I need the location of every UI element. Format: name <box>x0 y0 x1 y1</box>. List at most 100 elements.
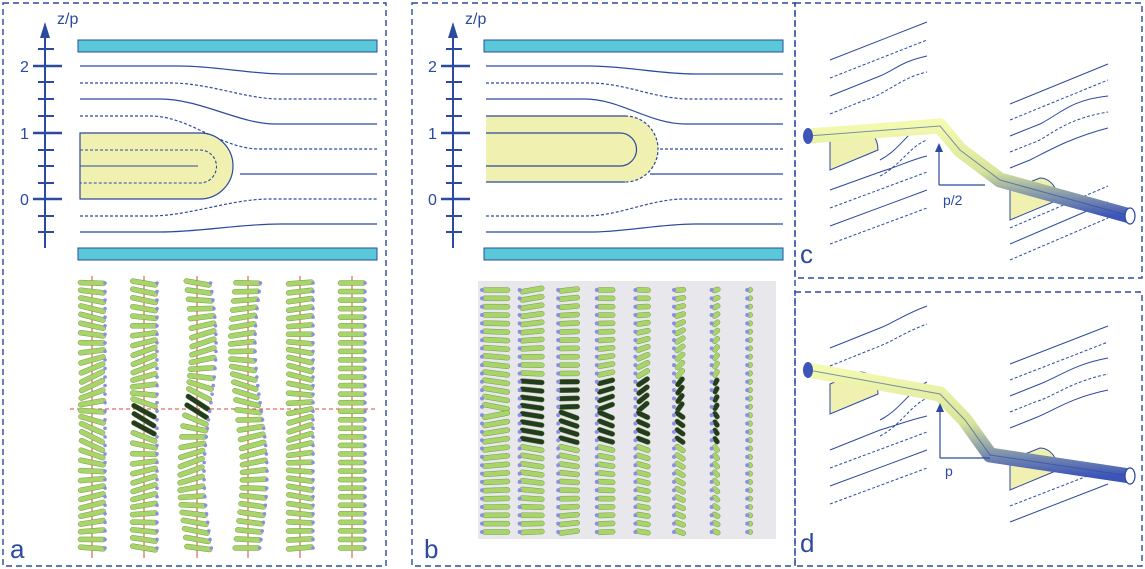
molecule-end-dot <box>363 350 367 354</box>
molecule-end-dot <box>672 305 676 309</box>
molecule-end-dot <box>556 530 560 534</box>
molecule-rod <box>338 443 366 448</box>
panel-label-d: d <box>800 528 814 558</box>
molecule-end-dot <box>595 355 599 359</box>
molecule-end-dot <box>311 332 315 336</box>
molecule-rod <box>78 537 106 542</box>
molecule-end-dot <box>556 455 560 459</box>
molecule-end-dot <box>103 324 107 328</box>
molecule-end-dot <box>155 521 159 525</box>
molecule-end-dot <box>518 455 522 459</box>
molecule-end-dot <box>311 512 315 516</box>
molecule-end-dot <box>363 358 367 362</box>
molecule-end-dot <box>710 313 714 317</box>
molecule-end-dot <box>556 438 560 442</box>
molecule-end-dot <box>672 463 676 467</box>
molecule-rod <box>338 434 366 439</box>
molecule-rod <box>558 488 580 494</box>
molecule-end-dot <box>672 497 676 501</box>
molecule-rod <box>238 501 266 510</box>
molecule-end-dot <box>672 405 676 409</box>
molecule-rod <box>597 329 616 335</box>
molecule-end-dot <box>363 418 367 422</box>
molecule-end-dot <box>311 324 315 328</box>
molecule-rod <box>482 513 510 518</box>
molecule-rod <box>286 528 314 533</box>
molecule-end-dot <box>710 405 714 409</box>
molecule-end-dot <box>710 522 714 526</box>
molecule-end-dot <box>311 281 315 285</box>
axis-label-b: z/p <box>465 11 486 28</box>
molecule-end-dot <box>311 350 315 354</box>
molecule-end-dot <box>633 288 637 292</box>
molecule-end-dot <box>363 367 367 371</box>
molecule-end-dot <box>155 307 159 311</box>
molecule-end-dot <box>556 405 560 409</box>
molecule-end-dot <box>745 513 749 517</box>
molecule-end-dot <box>103 503 107 507</box>
top-plate-b <box>484 40 783 52</box>
molecule-rod <box>520 362 545 367</box>
molecule-rod <box>558 371 580 376</box>
molecule-end-dot <box>518 422 522 426</box>
molecule-end-dot <box>745 422 749 426</box>
molecule-end-dot <box>363 538 367 542</box>
molecule-end-dot <box>213 367 217 371</box>
molecule-end-dot <box>518 313 522 317</box>
molecule-end-dot <box>595 522 599 526</box>
molecule-end-dot <box>595 330 599 334</box>
molecule-end-dot <box>254 324 258 328</box>
molecule-rod <box>338 477 366 482</box>
molecule-rod <box>240 467 268 475</box>
molecule-rod <box>635 296 650 301</box>
molecule-end-dot <box>710 447 714 451</box>
molecule-end-dot <box>263 435 267 439</box>
molecule-end-dot <box>311 418 315 422</box>
molecule-end-dot <box>518 497 522 501</box>
molecule-rod <box>231 297 259 304</box>
molecule-end-dot <box>480 472 484 476</box>
molecule-end-dot <box>633 488 637 492</box>
molecule-end-dot <box>633 305 637 309</box>
molecule-end-dot <box>595 363 599 367</box>
molecule-rod <box>130 520 158 526</box>
molecule-end-dot <box>480 497 484 501</box>
molecule-end-dot <box>480 296 484 300</box>
axis-arrow-icon <box>40 22 50 38</box>
molecule-end-dot <box>745 455 749 459</box>
molecule-end-dot <box>518 405 522 409</box>
molecule-end-dot <box>518 338 522 342</box>
molecule-end-dot <box>103 298 107 302</box>
molecule-end-dot <box>556 346 560 350</box>
molecule-end-dot <box>311 461 315 465</box>
molecule-end-dot <box>595 472 599 476</box>
layer-sheet-right-d <box>1010 326 1108 522</box>
molecule-end-dot <box>556 380 560 384</box>
molecule-rod <box>482 496 510 502</box>
molecule-rod <box>233 280 261 286</box>
molecule-end-dot <box>745 480 749 484</box>
molecule-end-dot <box>595 313 599 317</box>
molecule-end-dot <box>633 513 637 517</box>
molecule-rod <box>228 321 256 331</box>
molecule-end-dot <box>262 427 266 431</box>
molecule-rod <box>233 546 261 551</box>
molecule-end-dot <box>480 288 484 292</box>
molecule-end-dot <box>745 463 749 467</box>
molecule-rod <box>338 306 366 311</box>
molecule-end-dot <box>203 495 207 499</box>
molecule-end-dot <box>745 288 749 292</box>
molecule-end-dot <box>595 321 599 325</box>
molecule-end-dot <box>518 530 522 534</box>
molecule-rod <box>338 289 366 294</box>
molecule-rod <box>338 469 366 474</box>
molecule-end-dot <box>363 375 367 379</box>
molecule-rod <box>520 504 545 510</box>
molecule-end-dot <box>633 355 637 359</box>
molecule-end-dot <box>556 338 560 342</box>
molecule-rod <box>597 313 615 318</box>
molecule-end-dot <box>311 341 315 345</box>
molecule-end-dot <box>480 405 484 409</box>
molecule-end-dot <box>518 430 522 434</box>
molecule-end-dot <box>103 315 107 319</box>
